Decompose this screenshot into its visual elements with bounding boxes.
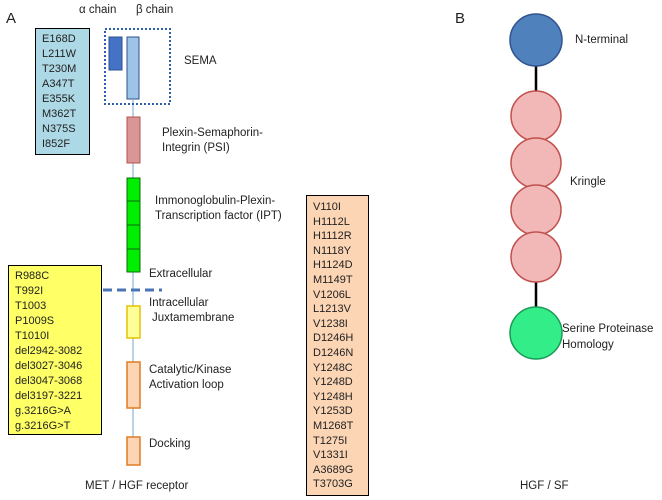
mutation-item: A3689G bbox=[313, 463, 354, 476]
mutation-item: V110I bbox=[313, 201, 341, 213]
mutation-item: T230M bbox=[42, 63, 77, 75]
mutation-item: Y1248D bbox=[313, 376, 353, 389]
n-terminal-label: N-terminal bbox=[575, 34, 629, 46]
sema-label: SEMA bbox=[184, 55, 217, 67]
kringle-domain-3 bbox=[510, 184, 562, 236]
intracellular-label-line2: Juxtamembrane bbox=[152, 312, 235, 324]
mutation-item: T992I bbox=[15, 285, 44, 297]
mutation-item: M362T bbox=[42, 108, 77, 120]
panel-a-caption: MET / HGF receptor bbox=[85, 480, 189, 492]
ipt-label-line2: Transcription factor (IPT) bbox=[155, 210, 282, 222]
mutation-item: P1009S bbox=[15, 315, 55, 327]
mutation-item: g.3216G>T bbox=[15, 420, 71, 432]
mutation-item: Y1253D bbox=[313, 405, 353, 418]
serine-proteinase-domain bbox=[509, 306, 563, 360]
mutation-item: M1149T bbox=[313, 273, 353, 286]
psi-label-line2: Integrin (PSI) bbox=[162, 142, 230, 154]
mutation-item: N375S bbox=[42, 123, 76, 135]
mutation-item: V1238I bbox=[313, 317, 348, 330]
kinase-label-line1: Catalytic/Kinase bbox=[149, 364, 232, 376]
beta-chain-label: β chain bbox=[136, 4, 174, 16]
intracellular-label-line1: Intracellular bbox=[149, 297, 209, 309]
juxtamembrane-domain bbox=[126, 305, 141, 339]
mutation-item: del2942-3082 bbox=[15, 345, 83, 357]
docking-label: Docking bbox=[149, 438, 191, 450]
alpha-chain-bar bbox=[108, 36, 123, 71]
psi-domain bbox=[126, 116, 141, 164]
mutation-item: R988C bbox=[15, 270, 50, 282]
mutation-item: V1206L bbox=[313, 288, 351, 301]
docking-domain bbox=[126, 436, 141, 466]
panel-a-letter: A bbox=[6, 10, 17, 27]
extracellular-label: Extracellular bbox=[149, 268, 213, 280]
serine-proteinase-label-line1: Serine Proteinase bbox=[562, 323, 654, 335]
mutation-item: M1268T bbox=[313, 419, 354, 432]
mutation-item: Y1248H bbox=[313, 390, 353, 403]
beta-chain-bar bbox=[126, 36, 140, 100]
mutation-item: del3047-3068 bbox=[15, 375, 83, 387]
kinase-label-line2: Activation loop bbox=[149, 379, 224, 391]
mutation-item: D1246N bbox=[313, 346, 354, 359]
mutation-item: del3027-3046 bbox=[15, 360, 83, 372]
mutation-item: A347T bbox=[42, 78, 75, 90]
mutation-item: I852F bbox=[42, 138, 71, 150]
ipt-domain bbox=[126, 177, 141, 273]
mutation-item: T1275I bbox=[313, 434, 348, 447]
kringle-label: Kringle bbox=[570, 176, 606, 188]
mutation-item: E355K bbox=[42, 93, 76, 105]
mutation-item: E168D bbox=[42, 33, 76, 45]
alpha-chain-label: α chain bbox=[79, 4, 117, 16]
kringle-domain-2 bbox=[510, 137, 562, 189]
mutation-item: g.3216G>A bbox=[15, 405, 71, 417]
mutation-item: Y1248C bbox=[313, 361, 353, 374]
mutation-item: H1112L bbox=[313, 215, 350, 228]
mutation-item: D1246H bbox=[313, 332, 354, 345]
mutation-item: V1331I bbox=[313, 449, 348, 462]
mutation-item: T1010I bbox=[15, 330, 50, 342]
n-terminal-domain bbox=[509, 13, 563, 67]
kinase-domain bbox=[126, 361, 141, 409]
sema-mutation-box: E168D L211W T230M A347T E355K M362T N375S I852F bbox=[35, 28, 90, 155]
mutation-item: H1112R bbox=[313, 230, 352, 243]
mutation-item: L211W bbox=[42, 48, 77, 60]
mutation-item: H1124D bbox=[313, 259, 353, 272]
psi-label-line1: Plexin-Semaphorin- bbox=[162, 127, 263, 139]
mutation-item: T1003 bbox=[15, 300, 47, 312]
kringle-domain-4 bbox=[510, 231, 562, 283]
panel-b-caption: HGF / SF bbox=[520, 480, 569, 492]
kringle-domain-1 bbox=[510, 90, 562, 142]
serine-proteinase-label-line2: Homology bbox=[562, 339, 614, 351]
ipt-label-line1: Immonoglobulin-Plexin- bbox=[155, 195, 276, 207]
mutation-item: L1213V bbox=[313, 303, 351, 316]
panel-b-letter: B bbox=[455, 10, 466, 27]
sema-outline bbox=[104, 28, 171, 105]
mutation-item: del3197-3221 bbox=[15, 390, 83, 402]
mutation-item: N1118Y bbox=[313, 244, 352, 257]
mutation-item: T3703G bbox=[313, 478, 353, 491]
